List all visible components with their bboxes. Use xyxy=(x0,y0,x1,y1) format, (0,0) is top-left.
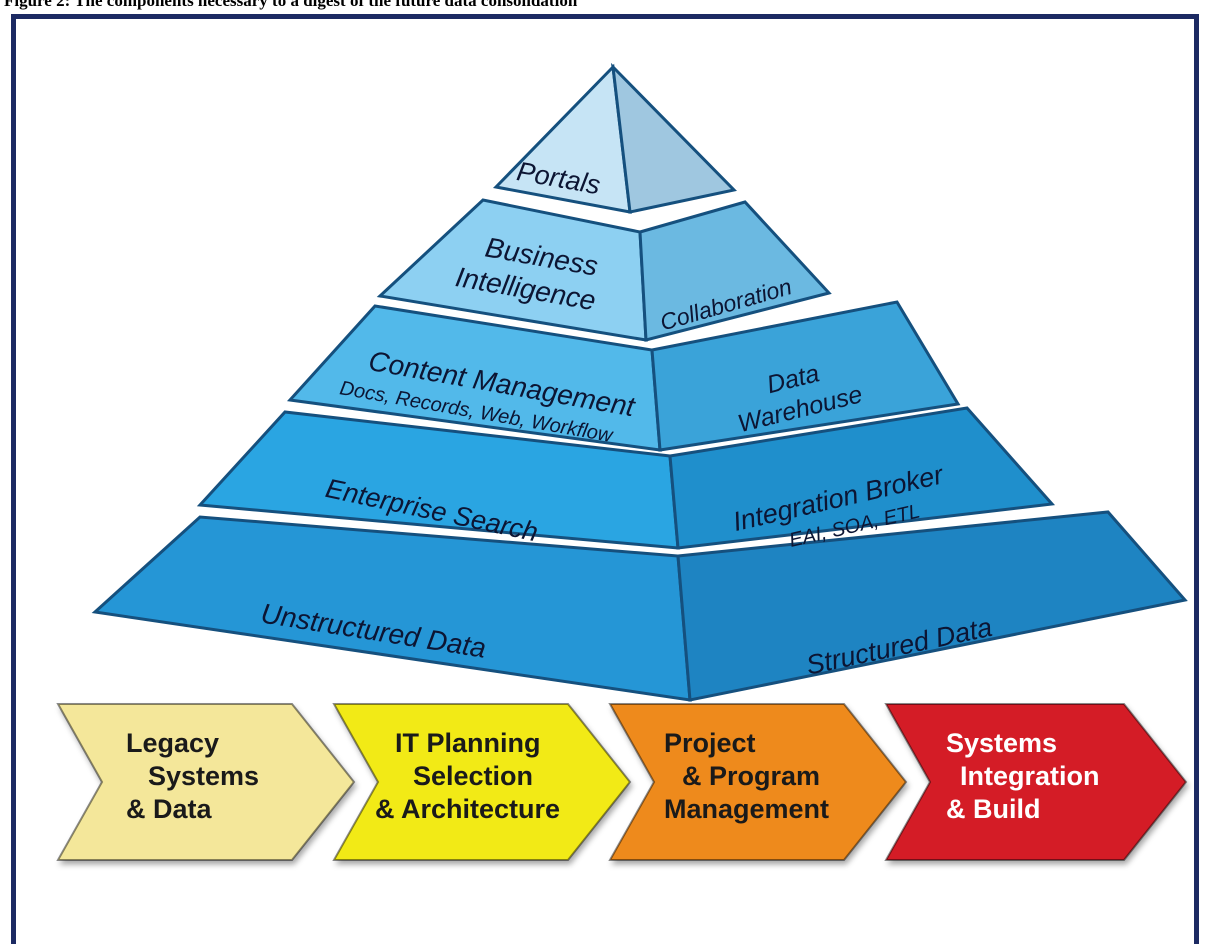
chevron-1-label-1: Legacy xyxy=(126,728,219,758)
chevron-1-label-3: & Data xyxy=(126,794,213,824)
tier-data xyxy=(91,510,1188,702)
tier-search xyxy=(196,406,1056,550)
chevron-arrow-4 xyxy=(884,703,1188,861)
chevron-2-label-2: Selection xyxy=(413,761,533,791)
tier-content xyxy=(286,300,961,452)
chevron-2-label-3: & Architecture xyxy=(375,794,560,824)
chevron-3-label-1: Project xyxy=(664,728,756,758)
chevron-4-label-2: Integration xyxy=(960,761,1100,791)
chevron-arrow-2 xyxy=(332,703,632,861)
chevron-3-label-2: & Program xyxy=(682,761,820,791)
tier-bi xyxy=(376,198,832,342)
chevron-4-label-3: & Build xyxy=(946,794,1041,824)
chevron-4-label-1: Systems xyxy=(946,728,1057,758)
chevron-arrow-1 xyxy=(56,703,356,861)
chevron-arrow-3 xyxy=(608,703,908,861)
chevron-3-label-3: Management xyxy=(664,794,829,824)
tier-portals xyxy=(492,62,737,214)
chevron-2-label-1: IT Planning xyxy=(395,728,541,758)
figure-caption: Figure 2: The components necessary to a … xyxy=(4,0,578,10)
chevron-1-label-2: Systems xyxy=(148,761,259,791)
